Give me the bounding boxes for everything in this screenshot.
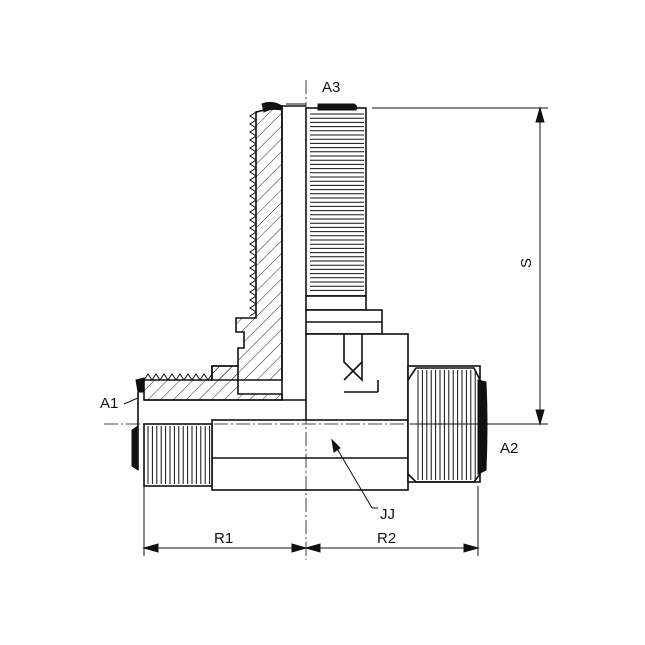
- leader-jj: [331, 438, 378, 509]
- label-r2: R2: [377, 530, 396, 547]
- label-a3: A3: [322, 79, 340, 96]
- tee-body: [143, 333, 409, 491]
- dimension-s: [372, 106, 548, 426]
- right-thread-lines: [417, 370, 476, 480]
- left-branch: [131, 373, 213, 487]
- label-a1: A1: [100, 395, 118, 412]
- leader-a1: [123, 397, 139, 405]
- left-thread-lines: [147, 426, 211, 484]
- vertical-branch: [211, 101, 383, 400]
- label-jj: JJ: [380, 506, 395, 523]
- label-s: S: [518, 258, 535, 268]
- label-r1: R1: [214, 530, 233, 547]
- label-a2: A2: [500, 440, 518, 457]
- vertical-thread-lines: [310, 113, 364, 291]
- dimension-r1-r2: [142, 486, 480, 556]
